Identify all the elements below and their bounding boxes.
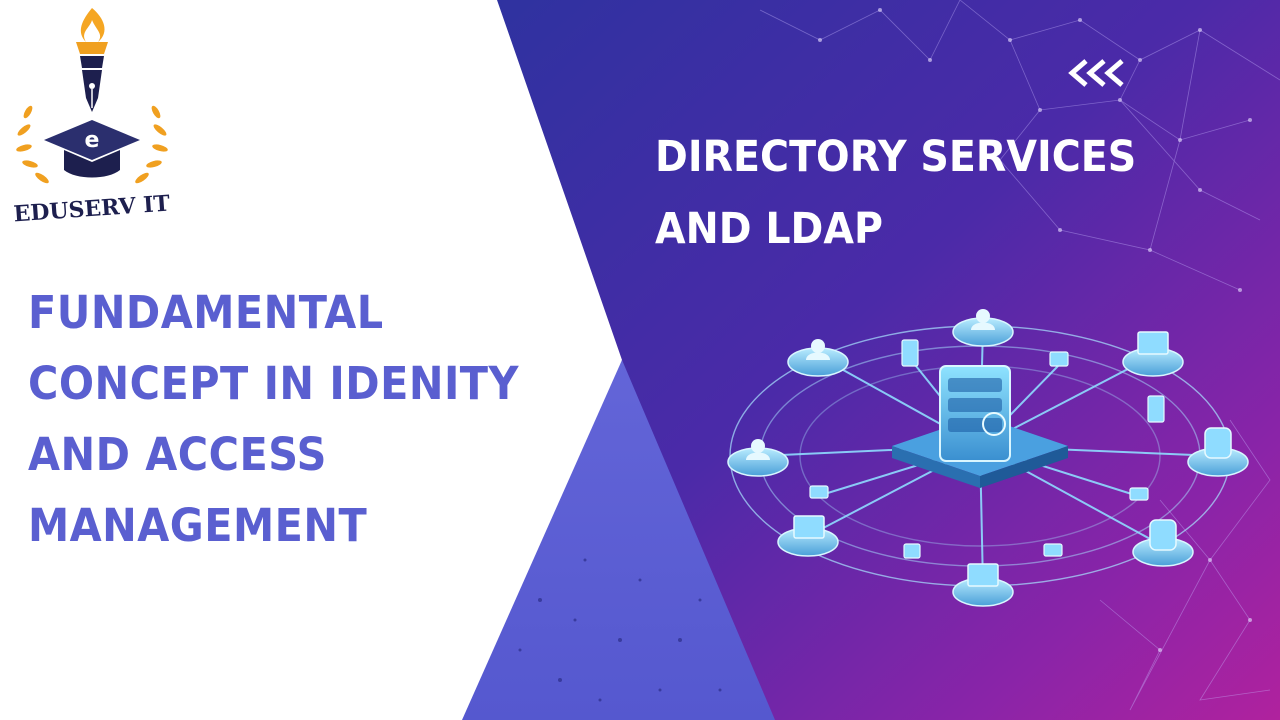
torch-flame-icon	[76, 8, 108, 54]
pen-nib-icon	[80, 56, 104, 112]
svg-text:EDUSERV IT: EDUSERV IT	[13, 191, 172, 228]
server-hub	[892, 365, 1068, 488]
accent-triangle	[462, 360, 775, 720]
triple-chevron-left-icon	[1068, 59, 1124, 87]
eduserv-logo: e EDUSERV IT	[13, 8, 172, 228]
graduation-cap-icon: e	[44, 120, 140, 178]
main-heading-line: MANAGEMENT	[28, 499, 368, 552]
main-heading: FUNDAMENTAL CONCEPT IN IDENITY AND ACCES…	[28, 286, 519, 574]
main-heading-line: AND ACCESS	[28, 428, 327, 481]
device-icons	[746, 309, 1232, 587]
main-heading-line: CONCEPT IN IDENITY	[28, 357, 519, 410]
logo-brand-text: EDUSERV IT	[13, 191, 172, 228]
laurel-wreath-icon	[16, 105, 168, 184]
sub-heading-line: AND LDAP	[655, 204, 884, 254]
mesh-nodes	[818, 8, 1252, 652]
svg-text:e: e	[85, 128, 100, 153]
sub-heading: DIRECTORY SERVICES AND LDAP	[655, 132, 1207, 276]
main-heading-line: FUNDAMENTAL	[28, 286, 384, 339]
speckle-dots	[518, 558, 722, 702]
network-server-icon	[727, 309, 1249, 607]
sub-heading-line: DIRECTORY SERVICES	[655, 132, 1137, 182]
